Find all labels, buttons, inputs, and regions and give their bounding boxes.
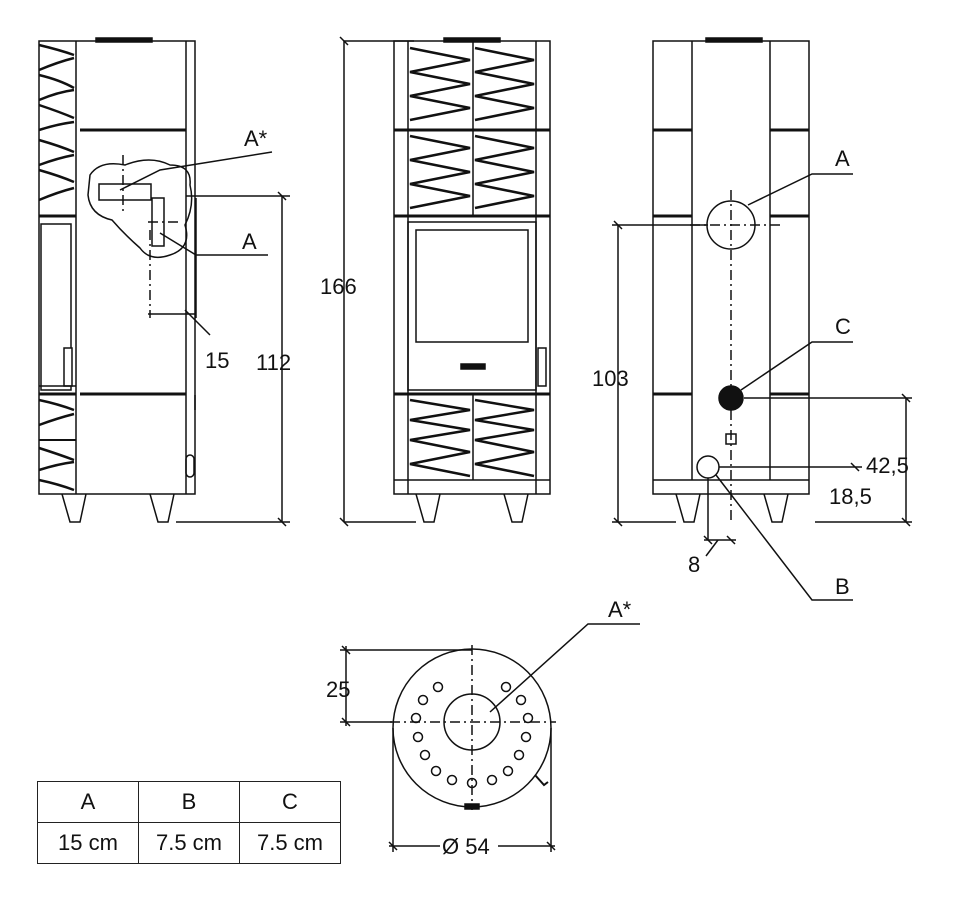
label-b-back: B	[835, 574, 850, 599]
table-header-a: A	[37, 781, 139, 823]
table-header-c: C	[239, 781, 341, 823]
table-value-b: 7.5 cm	[138, 822, 240, 864]
connection-size-table: A B C 15 cm 7.5 cm 7.5 cm	[37, 781, 341, 864]
table-value-c: 7.5 cm	[239, 822, 341, 864]
table-header-row: A B C	[37, 781, 341, 823]
dim-back-b-offset: 8	[688, 552, 700, 577]
table-value-a: 15 cm	[37, 822, 139, 864]
front-view	[339, 36, 551, 527]
table-header-b: B	[138, 781, 240, 823]
dim-back-b-height: 18,5	[829, 484, 872, 509]
label-c-back: C	[835, 314, 851, 339]
dim-side-offset: 15	[205, 348, 229, 373]
table-value-row: 15 cm 7.5 cm 7.5 cm	[37, 822, 341, 864]
label-a-star-top: A*	[608, 597, 632, 622]
air-holes	[410, 681, 534, 789]
dim-back-c-height: 42,5	[866, 453, 909, 478]
top-view	[340, 623, 640, 852]
label-a-star-side: A*	[244, 126, 268, 151]
dim-front-height: 166	[320, 274, 357, 299]
label-a-back: A	[835, 146, 850, 171]
dim-side-height: 112	[256, 350, 291, 375]
dim-back-height: 103	[592, 366, 629, 391]
side-view	[38, 37, 290, 527]
dim-top-diameter: Ø 54	[442, 834, 490, 859]
dim-top-depth: 25	[326, 677, 350, 702]
back-view	[612, 37, 912, 601]
label-a-side: A	[242, 229, 257, 254]
